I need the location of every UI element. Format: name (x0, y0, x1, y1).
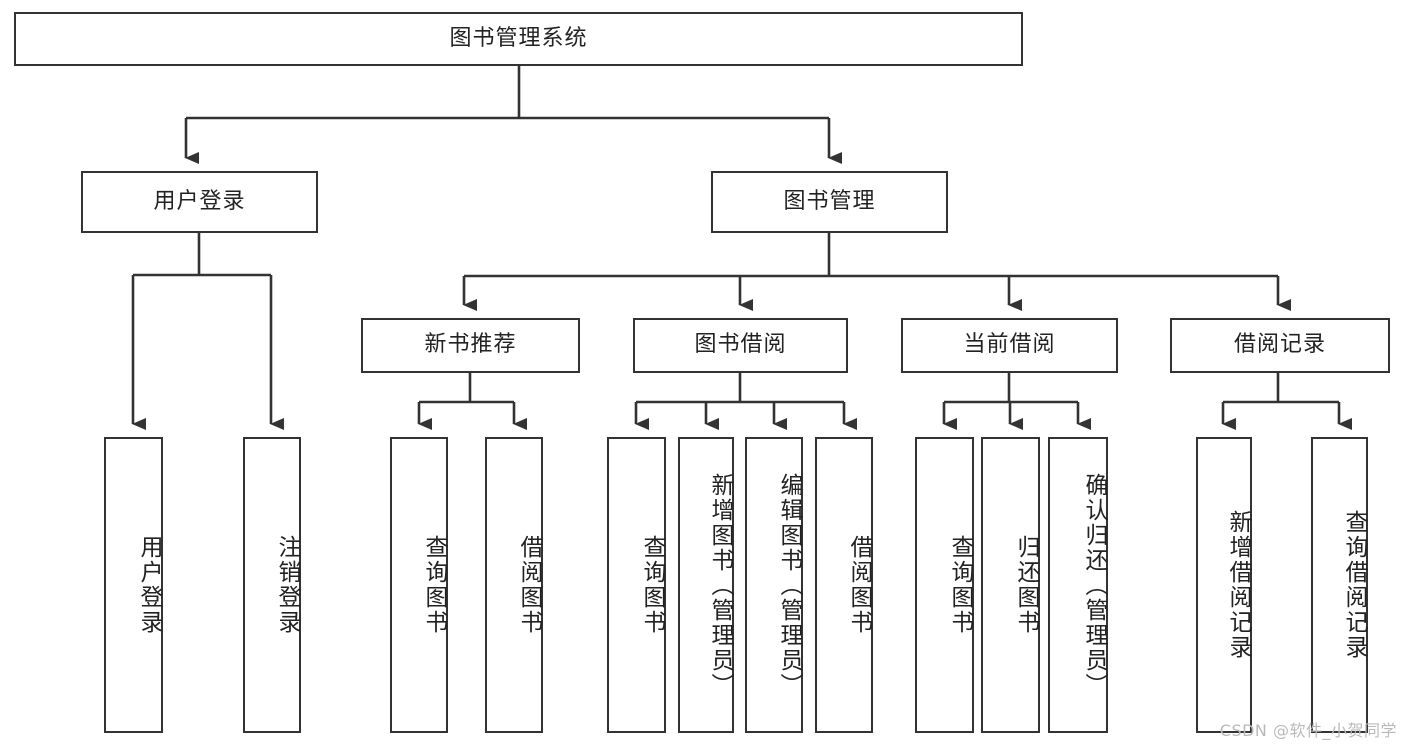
leaf-user-login-signout[interactable]: 注销登录 (243, 437, 301, 733)
node-label: 查询图书 (421, 535, 447, 635)
node-label: 用户登录 (153, 188, 246, 214)
node-label: 查询借阅记录 (1341, 510, 1367, 660)
node-label: 归还图书 (1013, 535, 1039, 635)
leaf-current-return-book[interactable]: 归还图书 (981, 437, 1040, 733)
node-label: 新增图书（管理员） (707, 472, 733, 698)
node-book-management[interactable]: 图书管理 (711, 171, 948, 233)
leaf-new-book-borrow[interactable]: 借阅图书 (485, 437, 543, 733)
node-root-system[interactable]: 图书管理系统 (14, 12, 1023, 66)
leaf-new-book-query[interactable]: 查询图书 (390, 437, 448, 733)
node-label: 图书借阅 (694, 332, 787, 358)
node-label: 借阅记录 (1233, 332, 1326, 358)
node-label: 注销登录 (274, 535, 300, 635)
leaf-record-add[interactable]: 新增借阅记录 (1196, 437, 1252, 733)
node-label: 图书管理 (783, 188, 876, 214)
node-label: 新书推荐 (424, 332, 517, 358)
leaf-borrow-edit-book-admin[interactable]: 编辑图书（管理员） (745, 437, 803, 733)
node-label: 当前借阅 (963, 332, 1056, 358)
node-label: 确认归还（管理员） (1081, 472, 1107, 698)
node-label: 图书管理系统 (449, 25, 588, 51)
node-current-borrow[interactable]: 当前借阅 (901, 318, 1118, 373)
leaf-current-query-book[interactable]: 查询图书 (915, 437, 974, 733)
node-label: 用户登录 (136, 535, 162, 635)
node-new-book-recommend[interactable]: 新书推荐 (361, 318, 580, 373)
leaf-user-login-signin[interactable]: 用户登录 (104, 437, 163, 733)
node-label: 查询图书 (639, 535, 665, 635)
leaf-borrow-query-book[interactable]: 查询图书 (607, 437, 666, 733)
node-label: 查询图书 (947, 535, 973, 635)
node-book-borrow[interactable]: 图书借阅 (633, 318, 848, 373)
leaf-borrow-add-book-admin[interactable]: 新增图书（管理员） (678, 437, 734, 733)
node-label: 借阅图书 (516, 535, 542, 635)
node-label: 编辑图书（管理员） (776, 472, 802, 698)
leaf-current-confirm-return-admin[interactable]: 确认归还（管理员） (1048, 437, 1108, 733)
watermark-text: CSDN @软件_小贺同学 (1219, 721, 1397, 740)
node-label: 借阅图书 (846, 535, 872, 635)
node-user-login[interactable]: 用户登录 (81, 171, 318, 233)
node-borrow-record[interactable]: 借阅记录 (1170, 318, 1390, 373)
leaf-record-query[interactable]: 查询借阅记录 (1311, 437, 1368, 733)
leaf-borrow-borrow-book[interactable]: 借阅图书 (815, 437, 873, 733)
node-label: 新增借阅记录 (1225, 510, 1251, 660)
